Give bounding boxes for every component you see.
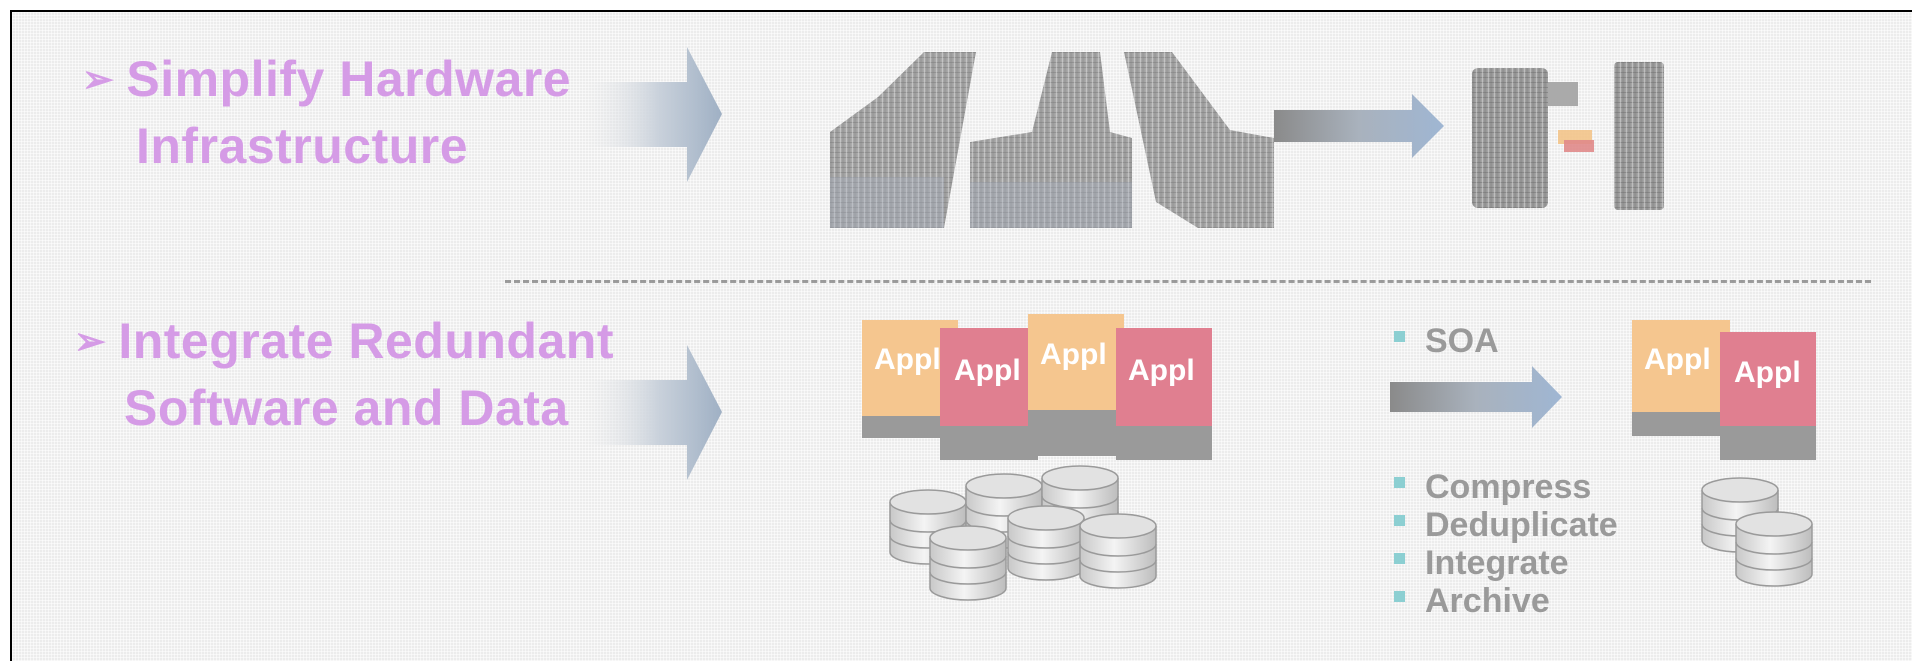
- consolidation-arrow-top: [1274, 94, 1444, 158]
- square-bullet-icon: [1394, 515, 1405, 526]
- many-databases-group: [889, 465, 1157, 601]
- many-servers-group-left: [830, 52, 976, 228]
- app-label: Appl: [874, 343, 941, 376]
- app-label: Appl: [1040, 338, 1107, 371]
- app-block-red-consolidated: Appl: [1720, 332, 1816, 460]
- heading-line-1: Integrate Redundant: [118, 313, 614, 369]
- consolidated-server-icon: [1472, 62, 1664, 210]
- app-block-red-1: Appl: [940, 328, 1038, 460]
- consolidated-databases-group: [1701, 477, 1813, 587]
- list-item: Deduplicate: [1394, 506, 1618, 544]
- app-block-orange-consolidated: Appl: [1632, 320, 1730, 436]
- list-item: Integrate: [1394, 544, 1618, 582]
- app-block-orange-2: Appl: [1028, 314, 1124, 456]
- app-label: Appl: [954, 354, 1021, 387]
- square-bullet-icon: [1394, 553, 1405, 564]
- arrowhead-bullet-icon: ➢: [82, 59, 115, 101]
- square-bullet-icon: [1394, 477, 1405, 488]
- app-label: Appl: [1734, 356, 1801, 389]
- soa-list: SOA: [1394, 322, 1499, 360]
- list-item: Archive: [1394, 582, 1618, 620]
- big-arrow-top: [582, 47, 722, 182]
- many-servers-group-middle: [970, 52, 1132, 228]
- section-divider: [505, 280, 1871, 283]
- list-item: Compress: [1394, 468, 1618, 506]
- app-block-red-2: Appl: [1116, 328, 1212, 460]
- process-steps-list: Compress Deduplicate Integrate Archive: [1394, 468, 1618, 620]
- list-item: SOA: [1394, 322, 1499, 360]
- arrowhead-bullet-icon: ➢: [74, 321, 107, 363]
- heading-line-1: Simplify Hardware: [126, 51, 572, 107]
- heading-integrate-software: ➢ Integrate Redundant Software and Data: [74, 310, 614, 439]
- database-icon: [1079, 513, 1157, 589]
- heading-line-2: Software and Data: [124, 380, 569, 436]
- big-arrow-bottom: [582, 345, 722, 480]
- step-archive: Archive: [1425, 582, 1550, 620]
- step-integrate: Integrate: [1425, 544, 1569, 582]
- consolidation-arrow-bottom: [1390, 366, 1562, 428]
- app-label: Appl: [1644, 343, 1711, 376]
- consolidation-diagram: ➢ Simplify Hardware Infrastructure ➢ Integ…: [10, 10, 1912, 661]
- database-icon: [1007, 505, 1085, 581]
- diagram-graphics: Appl Appl Appl Appl: [582, 47, 1816, 601]
- square-bullet-icon: [1394, 591, 1405, 602]
- square-bullet-icon: [1394, 331, 1405, 342]
- step-deduplicate: Deduplicate: [1425, 506, 1618, 544]
- soa-label: SOA: [1425, 322, 1499, 360]
- heading-simplify-hardware: ➢ Simplify Hardware Infrastructure: [82, 48, 571, 177]
- database-icon: [1735, 511, 1813, 587]
- step-compress: Compress: [1425, 468, 1592, 506]
- app-label: Appl: [1128, 354, 1195, 387]
- many-servers-group-right: [1124, 52, 1274, 228]
- heading-line-2: Infrastructure: [136, 118, 469, 174]
- database-icon: [929, 525, 1007, 601]
